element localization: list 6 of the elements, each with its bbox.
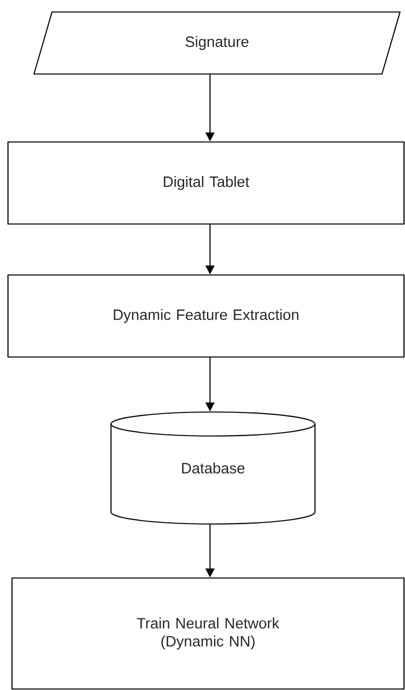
input-parallelogram: Signature [33, 11, 401, 75]
node-label: Database [182, 462, 244, 474]
process-box: Dynamic Feature Extraction [7, 274, 405, 358]
process-box: Train Neural Network (Dynamic NN) [11, 577, 405, 690]
database-cylinder: Database [110, 411, 316, 525]
process-box: Digital Tablet [7, 141, 405, 225]
